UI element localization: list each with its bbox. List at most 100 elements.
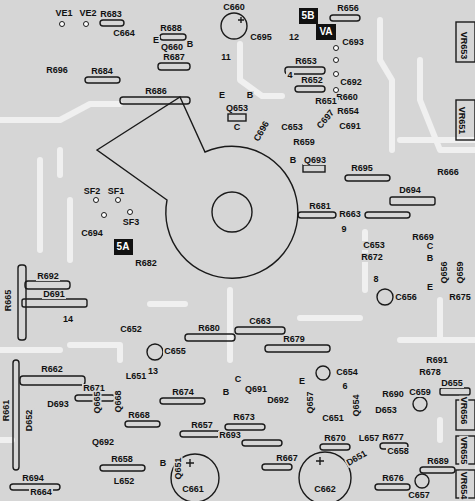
component-label: D651	[345, 448, 370, 468]
component-label: SF2	[83, 187, 102, 196]
component-label: D653	[374, 406, 398, 415]
component-label: D694	[398, 186, 422, 195]
test-point-box: 5B	[299, 8, 318, 24]
component-label: Q654	[352, 393, 361, 417]
component-label: L657	[358, 434, 381, 443]
component-label: B	[246, 91, 255, 100]
test-point-text: VA	[319, 27, 332, 37]
component-label: R651	[314, 97, 338, 106]
component-label: R686	[144, 87, 168, 96]
component-label: R663	[338, 210, 362, 219]
component-label: R680	[197, 324, 221, 333]
component-label: R674	[171, 388, 195, 397]
test-point-text: 5B	[302, 11, 315, 21]
component-label: R683	[99, 10, 123, 19]
component-label: Q668	[114, 389, 123, 413]
component-label: C657	[407, 491, 431, 500]
component-label: E	[218, 91, 226, 100]
component-label: B	[186, 40, 195, 49]
test-point-box: VA	[316, 24, 336, 40]
component-label: R668	[127, 411, 151, 420]
component-label: VR656	[460, 395, 469, 425]
component-label: R693	[218, 431, 242, 440]
component-label: R657	[190, 421, 214, 430]
component-label: R691	[425, 356, 449, 365]
component-label: R677	[381, 433, 405, 442]
component-label: Q657	[306, 390, 315, 414]
component-label: R681	[308, 202, 332, 211]
component-label: E	[298, 377, 306, 386]
component-label: C	[234, 375, 243, 384]
component-label: D655	[440, 379, 464, 388]
component-label: R679	[282, 335, 306, 344]
component-label: D691	[42, 290, 66, 299]
component-label: 4	[286, 71, 293, 80]
component-label: E	[426, 283, 434, 292]
component-label: Q665	[93, 390, 102, 414]
component-label: 6	[341, 382, 348, 391]
component-label: Q656	[440, 260, 449, 284]
component-label: R672	[360, 253, 384, 262]
component-label: VE2	[78, 9, 97, 18]
component-label: D692	[266, 396, 290, 405]
component-label: SF1	[107, 187, 126, 196]
component-label: R675	[448, 293, 472, 302]
component-label: C695	[249, 33, 273, 42]
component-label: VR654	[460, 470, 469, 500]
test-point-box: 5A	[114, 239, 133, 255]
component-label: R661	[3, 398, 12, 422]
component-label: R659	[292, 138, 316, 147]
component-label: D652	[25, 408, 34, 432]
test-point-text: 5A	[117, 242, 130, 252]
component-label: R684	[90, 67, 114, 76]
component-label: R656	[336, 4, 360, 13]
component-label: Q693	[303, 156, 327, 165]
component-label: C692	[339, 78, 363, 87]
component-label: C693	[341, 38, 365, 47]
component-label: R652	[300, 76, 324, 85]
component-label: C691	[338, 122, 362, 131]
component-label: Q660	[160, 43, 184, 52]
component-label: Q659	[456, 260, 465, 284]
component-label: R682	[134, 259, 158, 268]
component-label: C658	[386, 447, 410, 456]
component-label: R676	[381, 474, 405, 483]
component-label: R678	[418, 368, 442, 377]
component-label: C655	[163, 347, 187, 356]
component-label: C694	[80, 229, 104, 238]
component-label: D693	[46, 400, 70, 409]
component-label: C661	[181, 485, 205, 494]
component-label: R670	[323, 434, 347, 443]
component-label: C652	[119, 325, 143, 334]
component-label: R696	[45, 66, 69, 75]
component-label: R688	[159, 24, 183, 33]
component-label: C653	[362, 241, 386, 250]
component-label: Q651	[174, 456, 183, 480]
component-label: 14	[62, 315, 74, 324]
component-label: R660	[335, 93, 359, 102]
component-label: R653	[294, 57, 318, 66]
component-label: R694	[21, 474, 45, 483]
component-label: R690	[381, 390, 405, 399]
component-label: R687	[162, 53, 186, 62]
component-label: C660	[222, 3, 246, 12]
component-label: R665	[5, 288, 14, 312]
component-label: C662	[313, 485, 337, 494]
component-label: SF3	[122, 218, 141, 227]
component-label: C653	[280, 123, 304, 132]
component-label: B	[426, 254, 435, 263]
component-label: C651	[321, 414, 345, 423]
component-label: C656	[394, 293, 418, 302]
component-label: L652	[113, 477, 136, 486]
component-label: R654	[336, 107, 360, 116]
component-label: B	[222, 388, 231, 397]
component-label: VR653	[460, 30, 469, 60]
component-label: R662	[40, 365, 64, 374]
component-label: C659	[408, 388, 432, 397]
component-label: 13	[147, 367, 159, 376]
component-label: Q692	[91, 438, 115, 447]
component-label: VR655	[460, 435, 469, 465]
component-label: 8	[372, 275, 379, 284]
